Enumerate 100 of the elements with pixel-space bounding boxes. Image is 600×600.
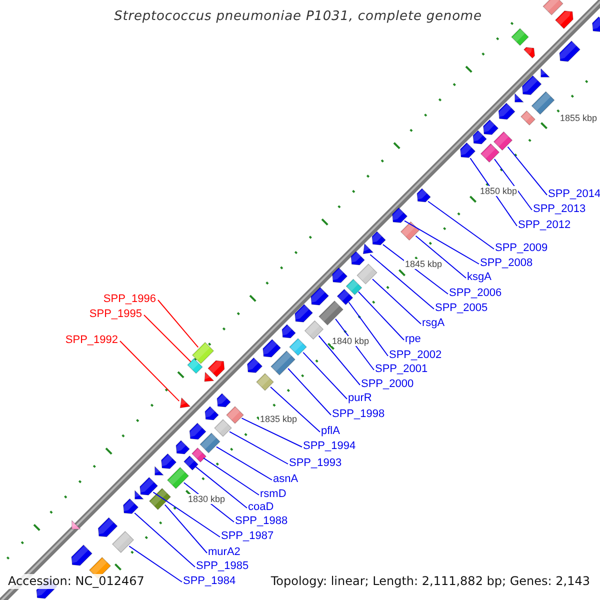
leader-line: [507, 146, 548, 196]
gene-box: [531, 91, 555, 115]
gene-box: [192, 342, 214, 364]
gene-box: [214, 419, 232, 437]
gene-label: SPP_1985: [196, 560, 249, 573]
gene-label: murA2: [208, 546, 240, 559]
gene-feature: [371, 231, 386, 246]
gene-box: [318, 300, 344, 326]
gene-label: SPP_2009: [495, 242, 548, 255]
gene-label: SPP_1998: [332, 408, 385, 421]
leader-line: [270, 386, 320, 432]
gene-feature: [522, 75, 542, 96]
leader-line: [241, 418, 302, 448]
leader-line: [318, 335, 360, 386]
gene-label: coaD: [248, 501, 274, 514]
gene-box: [192, 448, 206, 462]
gene-triangle: [203, 372, 214, 382]
gene-box: [304, 320, 324, 340]
gene-box: [480, 143, 500, 163]
genome-summary: Topology: linear; Length: 2,111,882 bp; Genes: 2,143: [270, 574, 590, 589]
scale-label: 1840 kbp: [331, 336, 370, 346]
gene-box: [270, 350, 296, 376]
leader-line: [370, 254, 434, 310]
leader-line: [494, 158, 532, 210]
gene-feature: [281, 324, 296, 338]
leader-line: [203, 458, 260, 496]
gene-label: SPP_2012: [518, 219, 571, 232]
gene-label: SPP_1993: [289, 457, 342, 470]
gene-triangle: [513, 92, 524, 102]
gene-feature: [122, 498, 139, 514]
gene-feature: [208, 360, 225, 378]
gene-label: rpe: [405, 333, 421, 346]
gene-triangle: [70, 520, 82, 530]
gene-feature: [416, 188, 431, 202]
gene-feature: [175, 440, 190, 454]
diagram-title: Streptococcus pneumoniae P1031, complete genome: [114, 9, 482, 24]
gene-triangle: [362, 243, 374, 254]
gene-label: SPP_1996: [103, 293, 156, 306]
gene-feature: [558, 40, 580, 62]
leader-line: [152, 492, 220, 538]
gene-feature: [98, 517, 118, 538]
gene-label: SPP_2005: [435, 302, 488, 315]
gene-triangle: [133, 490, 144, 500]
leader-line: [120, 340, 180, 402]
leader-line: [372, 278, 422, 324]
gene-feature: [482, 119, 499, 135]
gene-feature: [592, 16, 600, 32]
gene-feature: [460, 142, 476, 158]
gene-feature: [139, 476, 158, 496]
gene-label: pflA: [321, 425, 340, 438]
gene-feature: [472, 130, 487, 144]
leader-line: [164, 504, 208, 554]
gene-label: SPP_2002: [389, 349, 442, 362]
leader-line: [348, 302, 388, 356]
scale-label: 1850 kbp: [479, 186, 518, 196]
gene-feature: [392, 207, 408, 223]
leader-line: [216, 446, 272, 480]
gene-box: [493, 131, 513, 151]
scale-label: 1855 kbp: [559, 113, 598, 123]
leader-line: [415, 235, 466, 278]
gene-box: [400, 221, 420, 241]
gene-feature: [498, 102, 516, 120]
gene-feature: [70, 544, 92, 566]
gene-label: ksgA: [467, 271, 492, 284]
gene-label: SPP_2008: [480, 257, 533, 270]
gene-triangle: [153, 466, 164, 476]
scale-label: 1835 kbp: [259, 414, 298, 424]
gene-label: SPP_1988: [235, 515, 288, 528]
gene-label: rsmD: [260, 488, 286, 501]
gene-box: [289, 338, 307, 356]
gene-label: SPP_2014: [548, 188, 600, 201]
leader-line: [128, 546, 182, 582]
gene-label: SPP_2000: [361, 378, 414, 391]
gene-feature: [294, 304, 314, 322]
leader-line: [194, 466, 248, 508]
gene-label: asnA: [273, 473, 298, 486]
gene-label: SPP_1994: [303, 440, 356, 453]
scale-label: 1830 kbp: [187, 494, 226, 504]
gene-box: [256, 373, 274, 391]
gene-box: [511, 28, 529, 46]
leader-line: [229, 431, 288, 464]
leader-line: [134, 512, 196, 568]
gene-box: [166, 466, 190, 490]
leader-line: [158, 300, 199, 348]
gene-feature: [246, 357, 263, 373]
leader-line: [288, 368, 332, 416]
gene-feature: [204, 406, 219, 420]
gene-box: [184, 456, 198, 470]
gene-box: [187, 358, 203, 374]
gene-label: purR: [348, 392, 372, 405]
gene-feature: [160, 453, 177, 469]
gene-feature: [310, 286, 330, 306]
gene-feature: [216, 393, 231, 408]
gene-box: [542, 0, 564, 16]
leader-line: [428, 200, 494, 250]
gene-label: SPP_2013: [533, 203, 586, 216]
gene-label: SPP_1987: [221, 530, 274, 543]
gene-triangle: [178, 397, 191, 408]
gene-label: SPP_1992: [65, 334, 118, 347]
gene-box: [112, 530, 134, 554]
